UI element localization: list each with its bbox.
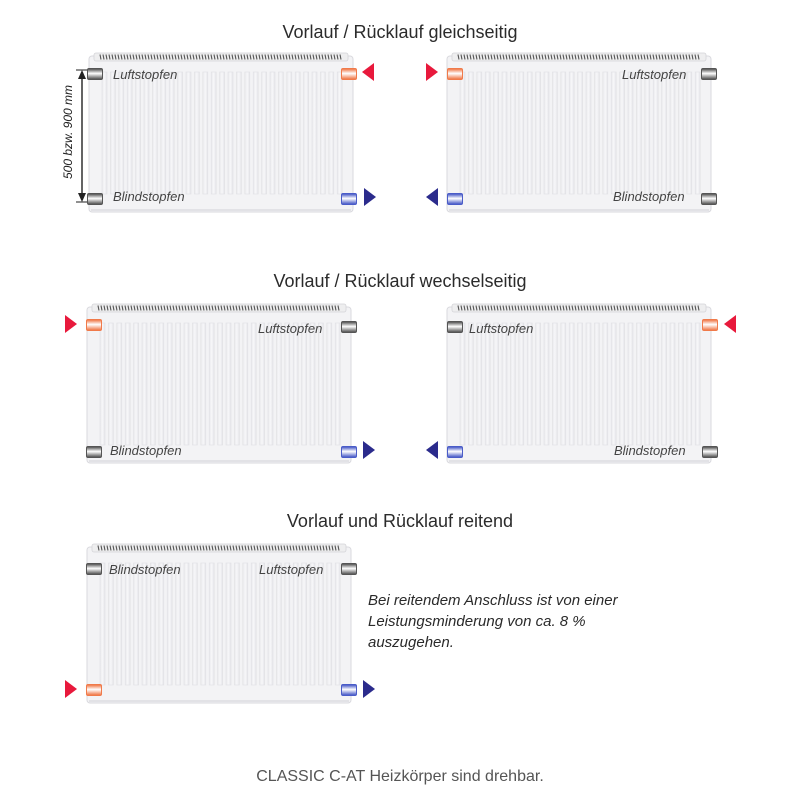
air-plug-label: Luftstopfen	[258, 321, 323, 336]
heading-same-side: Vorlauf / Rücklauf gleichseitig	[282, 22, 518, 42]
return-connector-icon	[341, 446, 357, 458]
air-plug-label: Luftstopfen	[113, 67, 178, 82]
air-plug-label: Luftstopfen	[469, 321, 534, 336]
return-arrow-icon	[363, 441, 375, 459]
supply-connector-icon	[702, 319, 718, 331]
blind-plug-icon	[702, 446, 718, 458]
return-connector-icon	[341, 193, 357, 205]
radiator-body	[86, 543, 352, 704]
supply-arrow-icon	[724, 315, 736, 333]
air-plug-icon	[341, 321, 357, 333]
supply-arrow-icon	[65, 680, 77, 698]
radiator-same-side-left: Luftstopfen Blindstopfen	[446, 52, 712, 214]
blind-plug-label: Blindstopfen	[613, 189, 685, 204]
supply-connector-icon	[86, 319, 102, 331]
air-plug-label: Luftstopfen	[622, 67, 687, 82]
riding-note: Bei reitendem Anschluss ist von einer Le…	[368, 592, 618, 651]
supply-arrow-icon	[362, 63, 374, 81]
radiator-body	[446, 303, 712, 464]
air-plug-icon	[447, 321, 463, 333]
return-arrow-icon	[364, 188, 376, 206]
blind-plug-label: Blindstopfen	[109, 562, 181, 577]
supply-arrow-icon	[65, 315, 77, 333]
blind-plug-label: Blindstopfen	[113, 189, 185, 204]
blind-plug-icon	[86, 446, 102, 458]
air-plug-icon	[701, 68, 717, 80]
return-arrow-icon	[426, 188, 438, 206]
supply-arrow-icon	[426, 63, 438, 81]
supply-connector-icon	[341, 68, 357, 80]
blind-plug-label: Blindstopfen	[110, 443, 182, 458]
radiator-body	[88, 52, 354, 213]
blind-plug-label: Blindstopfen	[614, 443, 686, 458]
radiator-riding: Blindstopfen Luftstopfen	[86, 543, 352, 705]
dimension-label: 500 bzw. 900 mm	[61, 84, 75, 180]
radiator-same-side-right: Luftstopfen Blindstopfen	[88, 52, 354, 214]
air-plug-icon	[87, 68, 103, 80]
return-arrow-icon	[363, 680, 375, 698]
blind-plug-icon	[86, 563, 102, 575]
supply-connector-icon	[86, 684, 102, 696]
dimension-arrow	[76, 69, 88, 203]
return-connector-icon	[447, 446, 463, 458]
return-connector-icon	[341, 684, 357, 696]
radiator-alternate-right: Luftstopfen Blindstopfen	[446, 303, 712, 465]
blind-plug-icon	[701, 193, 717, 205]
return-arrow-icon	[426, 441, 438, 459]
heading-riding: Vorlauf und Rücklauf reitend	[286, 511, 514, 531]
radiator-body	[446, 52, 712, 213]
heading-alternate-side: Vorlauf / Rücklauf wechselseitig	[273, 271, 527, 291]
radiator-body	[86, 303, 352, 464]
air-plug-label: Luftstopfen	[259, 562, 324, 577]
supply-connector-icon	[447, 68, 463, 80]
footer-text: CLASSIC C-AT Heizkörper sind drehbar.	[256, 768, 544, 785]
air-plug-icon	[341, 563, 357, 575]
radiator-alternate-left: Luftstopfen Blindstopfen	[86, 303, 352, 465]
return-connector-icon	[447, 193, 463, 205]
blind-plug-icon	[87, 193, 103, 205]
